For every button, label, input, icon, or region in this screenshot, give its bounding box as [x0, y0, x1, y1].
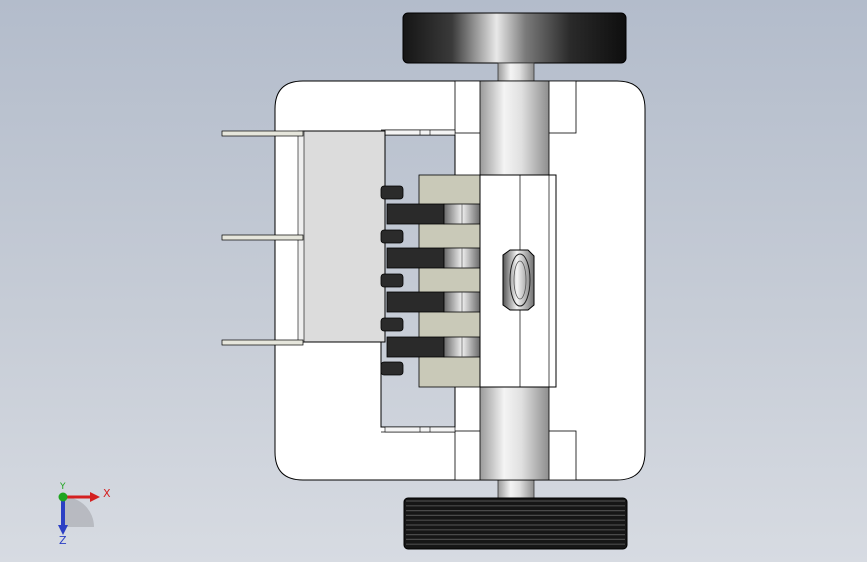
- y-axis-label: Y: [60, 482, 66, 492]
- bottom-pulley[interactable]: [403, 477, 628, 550]
- blade: [386, 336, 481, 358]
- blade: [386, 247, 481, 269]
- blade-tab: [380, 317, 404, 332]
- pin-connector: [221, 234, 304, 241]
- x-axis-label: X: [103, 487, 111, 500]
- pin-connector: [221, 130, 304, 137]
- blade-tab: [380, 273, 404, 288]
- side-block[interactable]: [297, 130, 386, 343]
- blade-stack[interactable]: [380, 185, 481, 376]
- shaft-stub-top: [497, 62, 535, 84]
- blade: [386, 203, 481, 225]
- y-axis-dot: [58, 492, 68, 502]
- z-axis-label: Z: [59, 534, 67, 547]
- coordinate-triad: [58, 492, 100, 535]
- pin-connector: [221, 339, 304, 346]
- blade-tab: [380, 185, 404, 200]
- hex-nut[interactable]: [502, 249, 535, 311]
- blade-tab: [380, 229, 404, 244]
- pin-connectors: [221, 130, 304, 346]
- blade: [386, 291, 481, 313]
- top-roller[interactable]: [402, 12, 627, 64]
- blade-tab: [380, 361, 404, 376]
